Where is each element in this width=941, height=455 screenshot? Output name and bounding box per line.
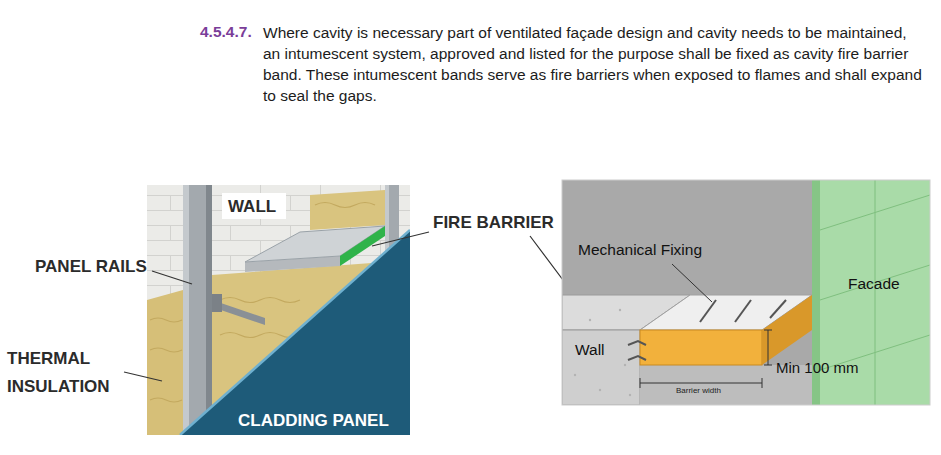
barrier-detail xyxy=(562,180,930,405)
dimension-label: Min 100 mm xyxy=(776,358,859,377)
body-paragraph: Where cavity is necessary part of ventil… xyxy=(263,22,925,106)
part-label: PANEL RAILS xyxy=(35,256,147,277)
facade-cutaway xyxy=(147,185,410,435)
part-label: CLADDING PANEL xyxy=(238,410,389,431)
part-label: FIRE BARRIER xyxy=(433,212,554,233)
section-number: 4.5.4.7. xyxy=(200,22,252,41)
part-label: Mechanical Fixing xyxy=(578,240,702,259)
part-label: Facade xyxy=(848,274,900,293)
part-label: Wall xyxy=(575,340,605,359)
part-label: THERMAL INSULATION xyxy=(7,345,125,401)
dimension-line xyxy=(640,264,772,388)
dimension-label: Barrier width xyxy=(676,386,721,396)
part-label: WALL xyxy=(228,196,276,217)
